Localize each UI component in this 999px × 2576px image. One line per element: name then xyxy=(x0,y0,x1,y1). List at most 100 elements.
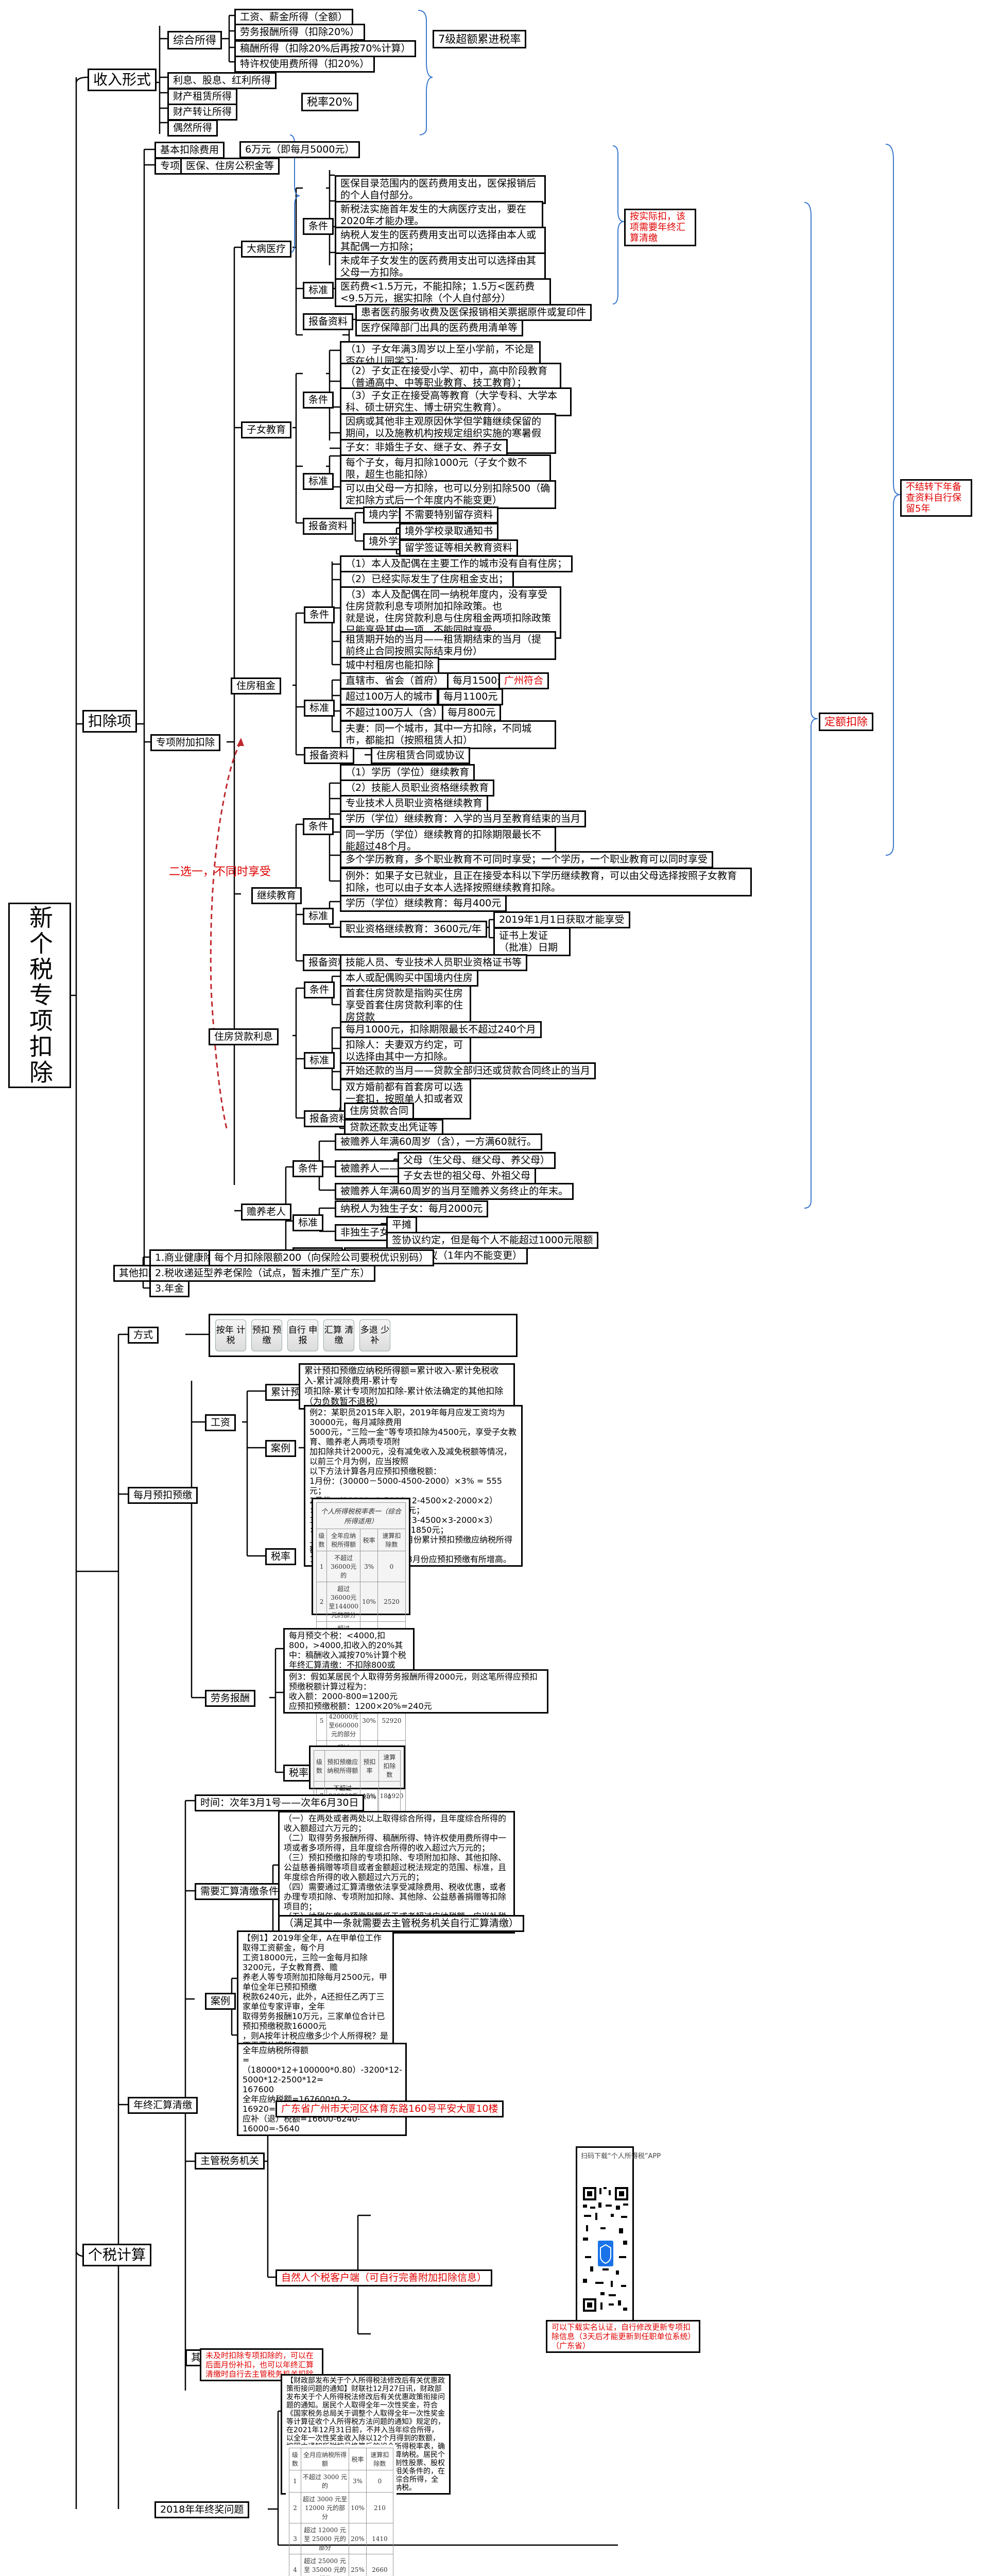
vocational-note-2: 证书上发证（批准）日期 xyxy=(493,927,571,956)
health-insurance-note: 每个月扣除限额200（向保险公司要税优识别码） xyxy=(209,1249,434,1266)
mortgage-standard-label: 标准 xyxy=(304,1052,335,1069)
mortgage-condition-1: 本人或配偶购买中国境内住房 xyxy=(340,970,478,987)
note-either-or: 二选一，不同时享受 xyxy=(169,866,271,879)
col-header: 税率 xyxy=(360,1529,378,1551)
medical-doc-1: 患者医药服务收费及医保报销相关票据原件或复印件 xyxy=(355,304,592,321)
tax-client-app: 自然人个税客户端（可自行完善附加扣除信息） xyxy=(275,2269,492,2286)
table-cell: 2 xyxy=(289,2493,301,2523)
education-exception: 例外：如果子女已就业，且正在接受本科以下学历继续教育，可以由父母选择按照子女教育… xyxy=(340,868,752,896)
table-cell: 210 xyxy=(366,2493,393,2523)
children-condition-3: （3）子女正在接受高等教育（大学专科、大学本科、硕士研究生、博士研究生教育）。 xyxy=(340,387,572,416)
rent-amount-tier-3: 每月800元 xyxy=(442,704,501,721)
col-header: 速算扣除数 xyxy=(378,1751,400,1782)
node-annual-settlement: 年终汇算清缴 xyxy=(128,2097,198,2114)
node-incidental-income: 偶然所得 xyxy=(167,120,218,137)
method-buttons: 按年 计税 预扣 预缴 自行 申报 汇算 清缴 多退 少补 xyxy=(209,1314,518,1357)
special-deduction-value: 医保、住房公积金等 xyxy=(180,158,280,175)
node-deductions: 扣除项 xyxy=(82,710,137,733)
medical-condition-3: 纳税人发生的医药费用支出可以选择由本人或其配偶一方扣除； xyxy=(335,227,546,256)
mortgage-standard-3: 开始还款的当月——贷款全部归还或贷款合同终止的当月 xyxy=(340,1062,596,1079)
basic-deduction-value: 6万元（即每月5000元） xyxy=(239,141,360,158)
node-income: 收入形式 xyxy=(88,69,157,91)
table-cell: 1 xyxy=(317,1551,327,1582)
elderly-period: 被赡养人年满60周岁的当月至赡养义务终止的年末。 xyxy=(335,1183,574,1200)
settlement-time: 时间：次年3月1号——次年6月30日 xyxy=(195,1794,364,1811)
progressive-rate-note: 7级超额累进税率 xyxy=(433,30,526,48)
tax-authority-address: 广东省广州市天河区体育东路160号平安大厦10楼 xyxy=(275,2100,504,2117)
rent-city-tier-3: 不超过100万人（含） xyxy=(340,704,448,721)
salary-case-label: 案例 xyxy=(265,1440,296,1457)
node-franchise-income: 特许权使用费所得（扣20%） xyxy=(234,56,375,73)
salary-rate-table-caption: 个人所得税税率表一（综合所得适用） xyxy=(316,1502,406,1529)
other-pension-insurance: 2.税收递延型养老保险（试点，暂未推广至广东） xyxy=(149,1265,375,1282)
medical-doc-2: 医疗保障部门出具的医药费用清单等 xyxy=(355,319,523,336)
education-doc-1: 技能人员、专业技术人员职业资格证书等 xyxy=(340,954,527,971)
node-basic-deduction: 基本扣除费用 xyxy=(154,142,225,159)
medical-condition-2: 新税法实施首年发生的大病医疗支出，要在2020年才能办理。 xyxy=(335,201,543,230)
qr-label: 扫码下载“个人所得税”APP xyxy=(581,2150,661,2160)
education-standard-degree: 学历（学位）继续教育：每月400元 xyxy=(340,895,507,912)
node-transfer-income: 财产转让所得 xyxy=(167,104,237,121)
rent-condition-2: （2）已经实际发生了住房租金支出； xyxy=(340,571,514,588)
mode-withholding[interactable]: 预扣 预缴 xyxy=(251,1319,282,1351)
rent-amount-tier-2: 每月1100元 xyxy=(438,688,503,705)
settlement-case-text: 【例1】2019年全年，A在甲单位工作取得工资薪金，每个月 工资18000元，三… xyxy=(237,1930,394,2053)
col-header: 速算扣除数 xyxy=(366,2448,393,2470)
vocational-note-1: 2019年1月1日获取才能享受 xyxy=(493,911,630,928)
service-fee-example: 例3：假如某居民个人取得劳务报酬所得2000元，则这笔所得应预扣预缴税额计算过程… xyxy=(283,1669,548,1714)
education-conditions-label: 条件 xyxy=(303,818,334,835)
qr-code-icon[interactable] xyxy=(580,2184,631,2318)
education-condition-4: 学历（学位）继续教育：入学的当月至教育结束的当月 xyxy=(340,810,586,827)
col-header: 速算扣除数 xyxy=(377,1529,405,1551)
elderly-dependent-parents: 父母（生父母、继父母、养父母） xyxy=(398,1152,556,1169)
salary-rate-label: 税率 xyxy=(265,1548,296,1565)
settlement-conditions-label: 需要汇算清缴条件 xyxy=(195,1883,284,1900)
node-serious-illness: 大病医疗 xyxy=(241,241,291,258)
note-fixed-deduction: 定额扣除 xyxy=(819,713,873,731)
mode-settlement[interactable]: 汇算 清缴 xyxy=(323,1319,354,1351)
medical-condition-4: 未成年子女发生的医药费用支出可以选择由其父母一方扣除。 xyxy=(335,252,546,281)
rent-standard-label: 标准 xyxy=(304,700,335,717)
flat-rate-note: 税率20% xyxy=(301,93,358,111)
col-header: 税率 xyxy=(349,2448,367,2470)
col-header: 预扣预缴应纳税所得额 xyxy=(324,1751,360,1782)
children-conditions-label: 条件 xyxy=(303,392,334,409)
node-salary: 工资 xyxy=(205,1414,236,1431)
col-header: 预扣率 xyxy=(360,1751,378,1782)
table-cell: 3% xyxy=(349,2470,367,2493)
table-cell: 超过 3000 元至 12000 元的部分 xyxy=(301,2493,349,2523)
node-additional-deduction: 专项附加扣除 xyxy=(150,734,220,751)
node-service-fee: 劳务报酬 xyxy=(205,1690,255,1707)
table-cell: 25% xyxy=(349,2554,367,2576)
tax-client-note: 可以下载实名认证，自行修改更新专项扣除信息（3天后才能更新到任职单位系统）（广东… xyxy=(546,2320,700,2353)
mode-annual-tax[interactable]: 按年 计税 xyxy=(215,1319,246,1351)
rent-city-tier-2: 超过100万人的城市 xyxy=(340,688,438,705)
education-standard-label: 标准 xyxy=(303,908,334,925)
mode-refund-supplement[interactable]: 多退 少补 xyxy=(359,1319,390,1351)
elderly-only-child: 纳税人为独生子女：每月2000元 xyxy=(335,1200,488,1217)
mortgage-conditions-label: 条件 xyxy=(304,981,335,998)
table-cell: 2 xyxy=(317,1582,327,1622)
children-standard-2: 可以由父母一方扣除，也可以分别扣除500（确定扣除方式后一个年度内不能变更） xyxy=(340,480,556,509)
col-header: 级数 xyxy=(289,2448,301,2470)
rent-conditions-label: 条件 xyxy=(304,606,335,623)
elderly-age-condition: 被赡养人年满60周岁（含），一方满60就行。 xyxy=(335,1133,542,1150)
table-cell: 1 xyxy=(289,2470,301,2493)
table-cell: 20% xyxy=(349,2523,367,2554)
education-condition-2: （2）技能人员职业资格继续教育 xyxy=(340,779,494,796)
node-comprehensive: 综合所得 xyxy=(167,31,222,49)
node-elderly-support: 赡养老人 xyxy=(241,1204,291,1221)
table-row: 4超过 25000 元至 35000 元的部分25%2660 xyxy=(289,2554,393,2576)
settlement-case-label: 案例 xyxy=(205,1993,236,2010)
either-or-arrow xyxy=(211,742,241,1128)
mode-self-declare[interactable]: 自行 申报 xyxy=(287,1319,318,1351)
col-header: 全年应纳税所得额 xyxy=(327,1529,360,1551)
education-standard-vocational: 职业资格继续教育：3600元/年 xyxy=(340,921,487,938)
rent-period: 租赁期开始的当月——租赁期结束的当月（提前终止合同按照实际结束月份） xyxy=(340,631,556,660)
table-cell: 2660 xyxy=(366,2554,393,2576)
